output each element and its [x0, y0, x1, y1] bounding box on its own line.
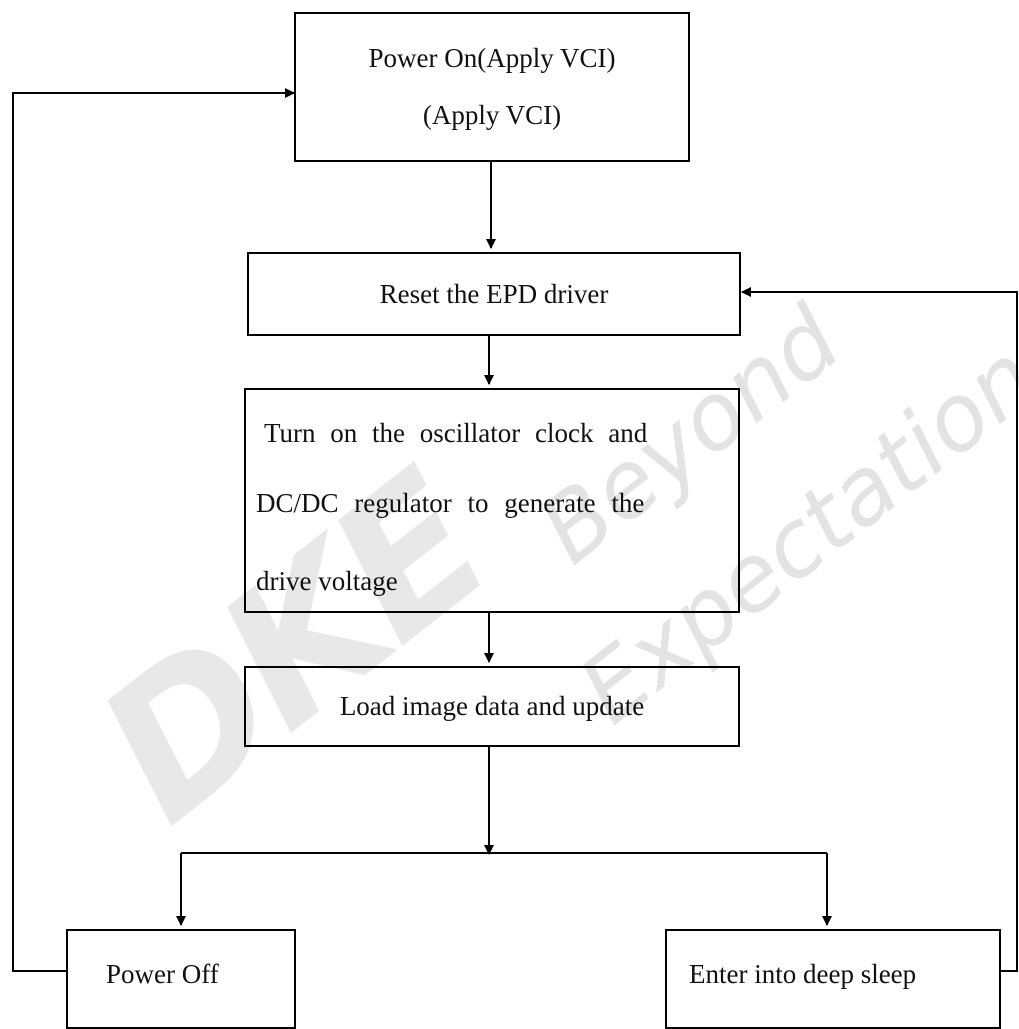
node-power-on-line-2: (Apply VCI)	[422, 100, 562, 130]
node-deep-sleep: Enter into deep sleep	[665, 929, 1001, 1029]
node-load: Load image data and update	[244, 666, 740, 747]
node-turn-on-line-2: DC/DC regulator to generate the	[256, 488, 645, 518]
node-turn-on: Turn on the oscillator clock and DC/DC r…	[244, 388, 740, 613]
node-power-on-line-1: Power On(Apply VCI)	[368, 43, 616, 73]
node-power-on: Power On(Apply VCI) (Apply VCI)	[294, 12, 690, 162]
node-turn-on-line-3: drive voltage	[256, 566, 398, 596]
loop-deepsleep-to-reset	[741, 287, 1018, 972]
loop-poweroff-to-poweron	[12, 88, 295, 972]
node-power-off: Power Off	[66, 929, 296, 1029]
node-reset-label: Reset the EPD driver	[379, 278, 609, 309]
node-load-label: Load image data and update	[339, 691, 645, 721]
node-power-off-label: Power Off	[106, 959, 219, 989]
node-turn-on-line-1: Turn on the oscillator clock and	[264, 418, 648, 448]
node-deep-sleep-label: Enter into deep sleep	[689, 959, 917, 989]
node-reset: Reset the EPD driver	[247, 252, 741, 336]
